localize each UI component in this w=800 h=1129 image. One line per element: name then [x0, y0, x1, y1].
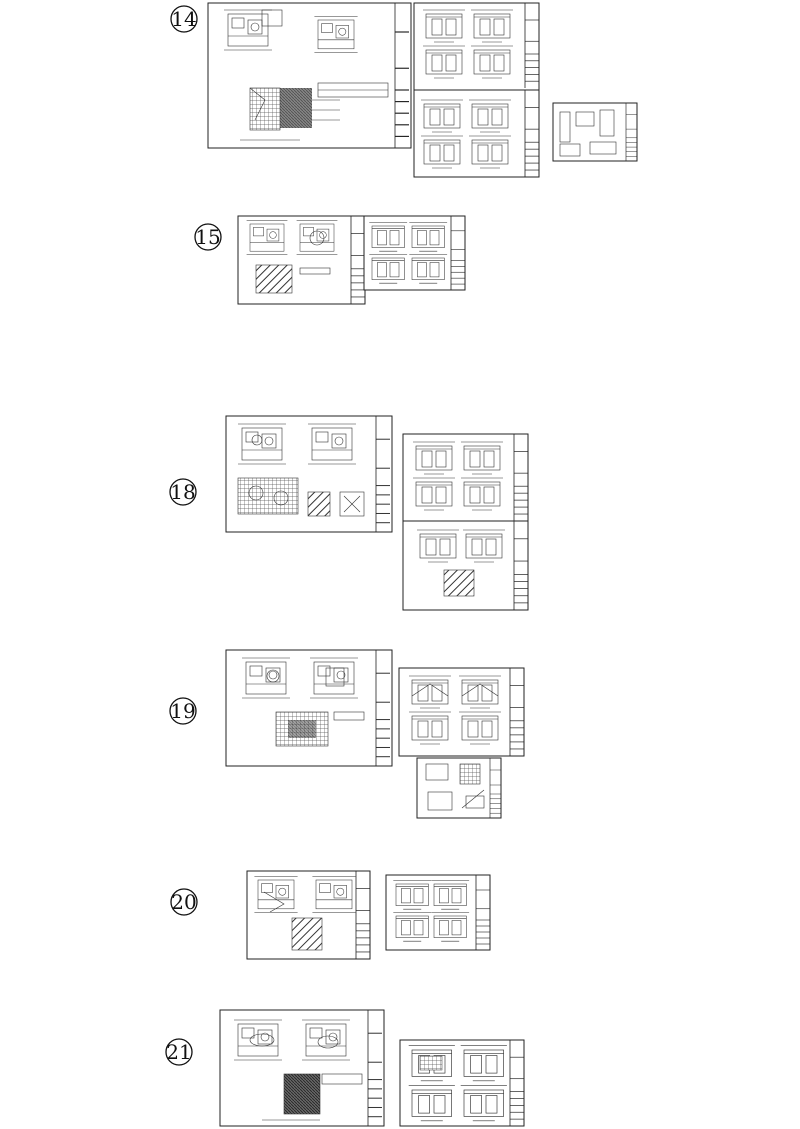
sheet-20-b[interactable]	[385, 874, 491, 951]
sheet-15-a[interactable]	[237, 215, 366, 305]
group-number-circle	[170, 888, 198, 916]
sheet-14-b[interactable]	[413, 2, 540, 178]
sheet-19-a[interactable]	[225, 649, 393, 767]
sheet-15-b[interactable]	[363, 215, 466, 291]
sheet-14-c[interactable]	[552, 102, 638, 162]
group-number-circle	[194, 223, 222, 251]
group-number-circle	[169, 697, 197, 725]
drawing-group-18: 18	[169, 415, 529, 611]
sheet-21-b[interactable]	[399, 1039, 525, 1127]
sheet-18-b[interactable]	[402, 433, 529, 611]
sheet-14-a[interactable]	[207, 2, 412, 149]
group-number-circle	[169, 478, 197, 506]
group-number-label: 21	[166, 1040, 191, 1064]
sheet-18-a[interactable]	[225, 415, 393, 533]
drawing-group-21: 21	[165, 1009, 525, 1127]
group-number-label: 14	[171, 7, 196, 31]
group-number-label: 19	[170, 699, 195, 723]
sheet-19-b[interactable]	[398, 667, 525, 757]
sheet-21-a[interactable]	[219, 1009, 385, 1127]
sheet-19-c[interactable]	[416, 757, 502, 819]
sheet-20-a[interactable]	[246, 870, 371, 960]
drawing-group-15: 15	[194, 215, 466, 305]
drawing-group-19: 19	[169, 649, 525, 819]
group-number-label: 18	[170, 480, 195, 504]
drawing-group-14: 14	[170, 2, 638, 178]
group-number-label: 15	[195, 225, 220, 249]
drawing-group-20: 20	[170, 870, 491, 960]
group-number-circle	[170, 5, 198, 33]
group-number-label: 20	[171, 890, 196, 914]
group-number-circle	[165, 1038, 193, 1066]
